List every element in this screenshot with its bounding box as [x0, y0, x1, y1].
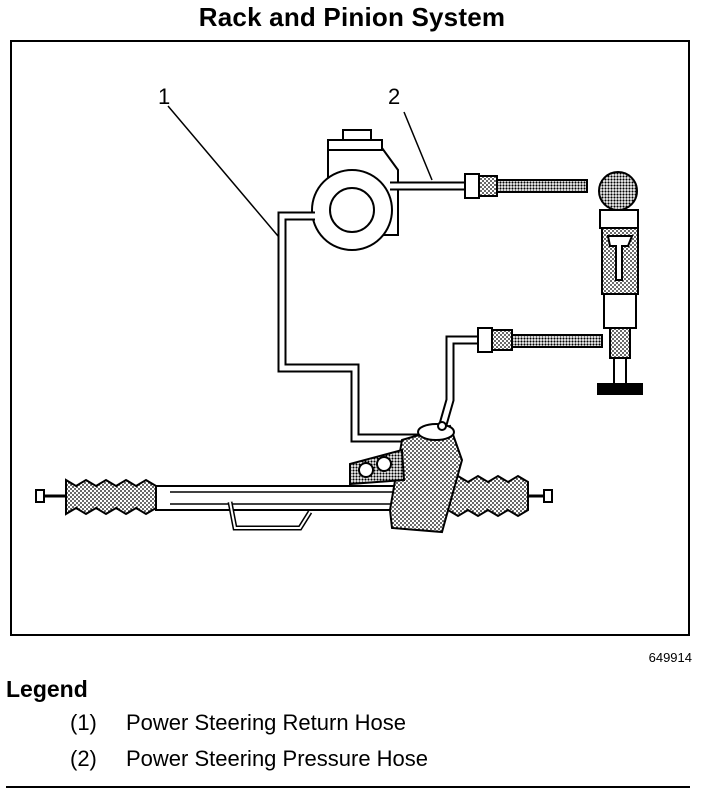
- power-steering-pump: [311, 129, 399, 251]
- return-hose: [277, 211, 418, 443]
- pressure-hose: [390, 173, 588, 199]
- callout-2: 2: [388, 84, 400, 109]
- lower-pressure-line: [435, 327, 603, 437]
- diagram-title: Rack and Pinion System: [198, 2, 506, 32]
- bottom-divider: [6, 786, 690, 788]
- legend-item-number: (1): [70, 710, 97, 735]
- legend-heading: Legend: [6, 676, 88, 702]
- rack-housing: [35, 474, 553, 531]
- callout-leaders: [167, 105, 433, 237]
- steering-gear-valve: [349, 421, 464, 534]
- diagram-frame: [10, 40, 690, 636]
- steering-column-assembly: [597, 171, 643, 395]
- legend-item: (1) Power Steering Return Hose: [70, 710, 406, 736]
- legend-item-number: (2): [70, 746, 97, 771]
- legend-item-label: Power Steering Pressure Hose: [126, 746, 429, 771]
- callout-1: 1: [158, 84, 170, 109]
- legend-item: (2) Power Steering Pressure Hose: [70, 746, 428, 772]
- figure-number: 649914: [648, 650, 692, 665]
- rack-and-pinion-diagram: 1 2: [35, 84, 643, 534]
- legend-item-label: Power Steering Return Hose: [126, 710, 407, 735]
